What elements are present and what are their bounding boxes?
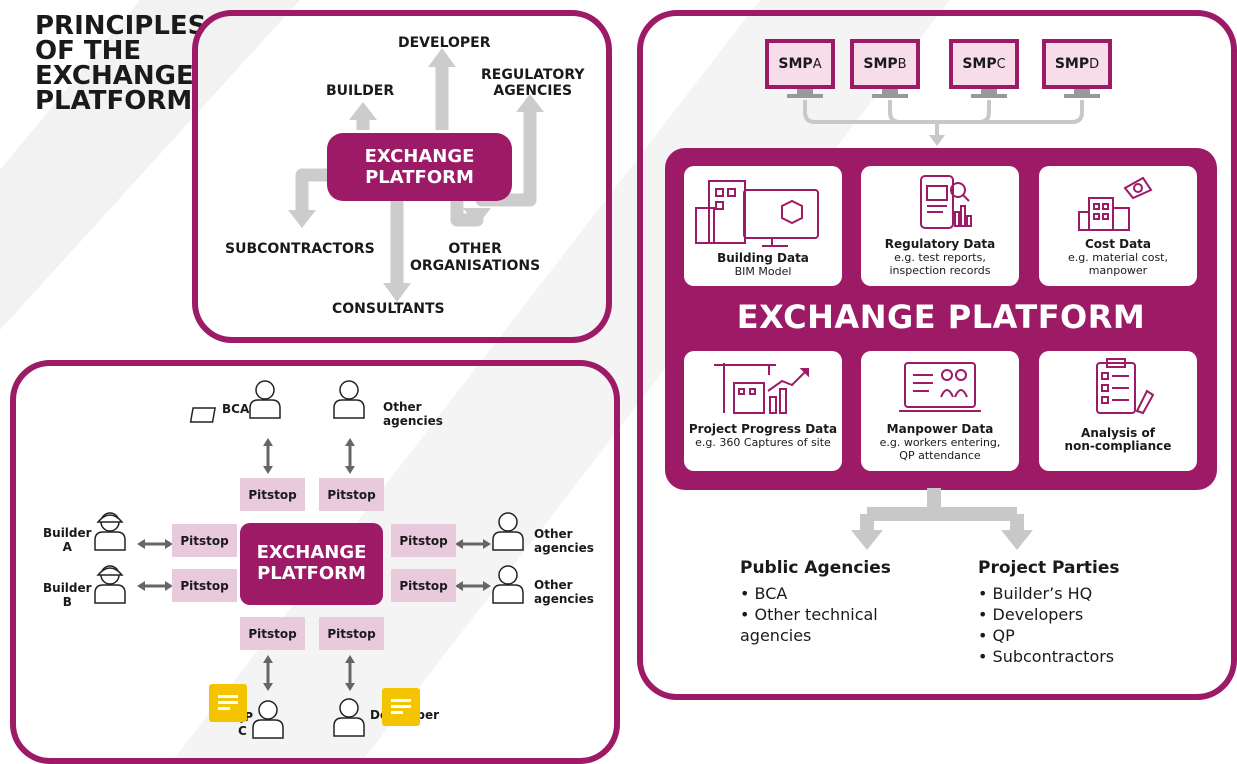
pitstop-right-top: Pitstop [391, 524, 456, 557]
bottom-panel [10, 360, 620, 764]
person-other-agencies-r1-icon [492, 512, 524, 551]
workers-screen-icon [899, 362, 981, 412]
label-bca: BCA [222, 402, 250, 416]
pitstop-bottom-right: Pitstop [319, 617, 384, 650]
label-developer: DEVELOPER [398, 35, 491, 51]
bottom-panel-graphics [94, 380, 524, 739]
pitstop-right-bottom: Pitstop [391, 569, 456, 602]
public-agencies-list: • BCA • Other technical agencies [740, 584, 878, 645]
person-other-agencies-top-icon [333, 380, 365, 419]
building-monitor-icon [695, 180, 819, 247]
smp-connectors [787, 89, 1100, 146]
person-builder-b-icon [94, 565, 126, 604]
right-panel [637, 10, 1237, 700]
person-developer-icon [333, 698, 365, 737]
project-parties-list: • Builder’s HQ • Developers • QP • Subco… [978, 584, 1115, 666]
checklist-clipboard-icon [1096, 358, 1155, 415]
label-subcontractors: SUBCONTRACTORS [225, 241, 375, 257]
pitstop-top-right: Pitstop [319, 478, 384, 511]
top-panel [192, 10, 612, 343]
pitstop-bottom-left: Pitstop [240, 617, 305, 650]
person-bca-icon [189, 380, 281, 423]
crane-growth-icon [714, 363, 809, 414]
comment-note-icon[interactable] [209, 684, 247, 722]
pitstop-top-left: Pitstop [240, 478, 305, 511]
project-parties-heading: Project Parties [978, 558, 1120, 578]
building-cost-icon [1078, 176, 1153, 231]
pitstop-left-top: Pitstop [172, 524, 237, 557]
pitstop-left-bottom: Pitstop [172, 569, 237, 602]
person-other-agencies-r2-icon [492, 565, 524, 604]
person-qp-icon [252, 700, 284, 739]
public-agencies-heading: Public Agencies [740, 558, 891, 578]
label-builder: BUILDER [326, 83, 395, 99]
comment-note-icon[interactable] [382, 688, 420, 726]
person-builder-a-icon [94, 512, 126, 551]
exchange-platform-heading: EXCHANGE PLATFORM [736, 298, 1146, 336]
output-arrows [851, 488, 1033, 550]
report-search-icon [920, 175, 972, 229]
label-consultants: CONSULTANTS [332, 301, 445, 317]
top-panel-arrows [288, 48, 544, 302]
label-qp-c: C [238, 724, 247, 738]
